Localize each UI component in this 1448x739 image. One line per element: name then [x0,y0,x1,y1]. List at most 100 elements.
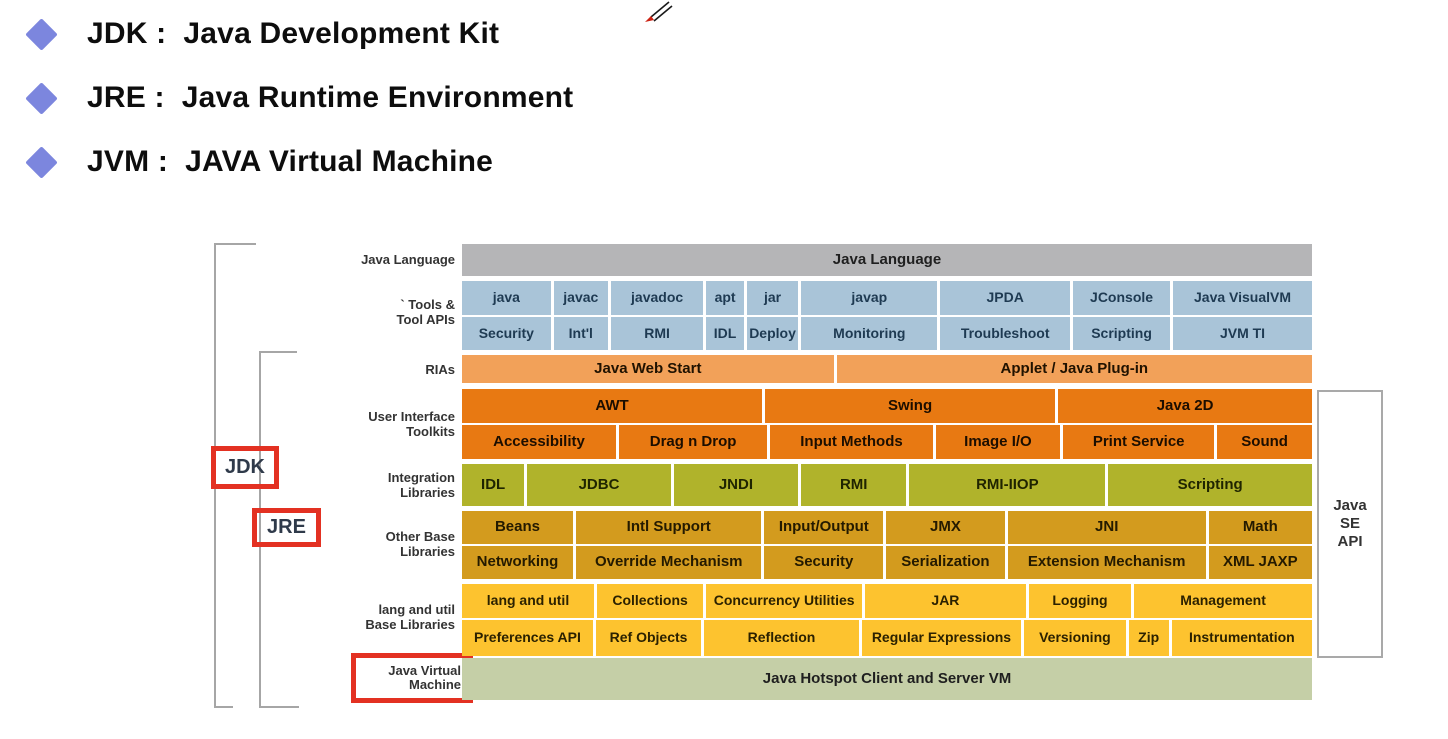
grid-cell: XML JAXP [1208,546,1312,579]
diamond-bullet-icon [25,145,58,179]
bullet-text: JDK : Java Development Kit [87,17,500,50]
jre-callout-box: JRE [252,508,321,547]
grid-cell: Java 2D [1058,389,1312,423]
grid-cell: Java Web Start [462,355,834,383]
grid-cell: JVM TI [1173,317,1312,350]
grid-cell: Java VisualVM [1173,281,1312,315]
row-label-text: User Interface [368,409,455,424]
grid-cell: Java Hotspot Client and Server VM [462,658,1312,700]
grid-cell: Zip [1128,620,1169,656]
row-label-text: Tool APIs [396,312,456,327]
grid-cell: Swing [764,389,1056,423]
grid-cell: javac [553,281,608,315]
row-label-integration: Integration Libraries [388,470,455,500]
jdk-bracket-bottom-line [214,706,233,708]
grid-cell: Java Language [462,244,1312,276]
grid-cell: Input Methods [770,425,933,459]
bullet-item-jre: JRE : Java Runtime Environment [25,78,574,118]
jvm-label: Java Virtual Machine [356,664,468,692]
bullet-item-jvm: JVM : JAVA Virtual Machine [25,142,494,182]
grid-cell: Concurrency Utilities [706,584,863,618]
grid-cell: JDBC [527,464,671,506]
grid-row-java-language: Java Language [462,244,1312,276]
row-label-text: ` Tools & [400,297,455,312]
grid-cell: Sound [1217,425,1312,459]
jdk-callout-box: JDK [211,446,279,489]
grid-cell: Math [1208,511,1312,544]
grid-cell: Monitoring [801,317,938,350]
jvm-label-line1: Java Virtual [388,663,461,678]
row-label-text: RIAs [425,362,455,377]
row-label-text: Java Language [361,252,455,267]
row-label-text: Base Libraries [365,617,455,632]
jre-bracket-vertical-line [259,351,261,708]
bullet-item-jdk: JDK : Java Development Kit [25,14,500,54]
api-label-line3: API [1337,533,1363,550]
grid-cell: Print Service [1063,425,1215,459]
row-label-rias: RIAs [425,362,455,377]
grid-cell: Serialization [886,546,1005,579]
api-label-line1: Java [1333,497,1367,514]
grid-cell: Instrumentation [1171,620,1313,656]
grid-cell: Ref Objects [595,620,702,656]
grid-cell: Scripting [1108,464,1312,506]
jvm-callout-box: Java Virtual Machine [351,653,473,703]
grid-cell: Security [764,546,884,579]
grid-cell: jar [746,281,799,315]
bullet-text: JVM : JAVA Virtual Machine [87,145,494,178]
grid-cell: Beans [462,511,573,544]
diamond-bullet-icon [25,17,58,51]
grid-cell: Management [1134,584,1312,618]
grid-cell: Applet / Java Plug-in [836,355,1312,383]
grid-cell: Security [462,317,551,350]
grid-cell: Logging [1028,584,1132,618]
jre-label: JRE [267,516,306,538]
grid-cell: JConsole [1073,281,1171,315]
grid-cell: Drag n Drop [618,425,768,459]
grid-cell: Image I/O [935,425,1061,459]
bullet-text: JRE : Java Runtime Environment [87,81,574,114]
grid-cell: Intl Support [575,511,762,544]
grid-cell: java [462,281,551,315]
grid-cell: javap [801,281,938,315]
row-label-tools: ` Tools & Tool APIs [397,297,456,327]
grid-cell: Deploy [746,317,799,350]
java-se-api-bracket: Java SE API [1317,390,1383,658]
grid-cell: Networking [462,546,573,579]
grid-cell: Preferences API [462,620,593,656]
row-label-java-language: Java Language [361,252,455,267]
grid-cell: AWT [462,389,762,423]
row-label-text: lang and util [378,602,455,617]
grid-cell: Override Mechanism [575,546,762,579]
pencil-cursor-icon [645,1,673,22]
jdk-bracket-top-line [214,243,256,245]
jre-bracket-top-line [259,351,297,353]
grid-cell: RMI [610,317,704,350]
grid-cell: javadoc [610,281,704,315]
row-label-text: Toolkits [406,424,455,439]
grid-cell: Regular Expressions [861,620,1022,656]
api-label-line2: SE [1339,515,1360,532]
grid-cell: JPDA [940,281,1071,315]
jre-bracket-bottom-line [259,706,299,708]
grid-cell: IDL [706,317,744,350]
grid-cell: apt [706,281,744,315]
grid-cell: Troubleshoot [940,317,1071,350]
grid-cell: JNI [1007,511,1206,544]
grid-cell: JMX [886,511,1005,544]
row-label-text: Libraries [400,544,455,559]
grid-cell: RMI-IIOP [909,464,1106,506]
java-se-api-label: Java SE API [1333,497,1366,551]
grid-cell: Collections [597,584,704,618]
grid-cell: JAR [865,584,1026,618]
grid-row-jvm: Java Hotspot Client and Server VM [462,658,1312,700]
